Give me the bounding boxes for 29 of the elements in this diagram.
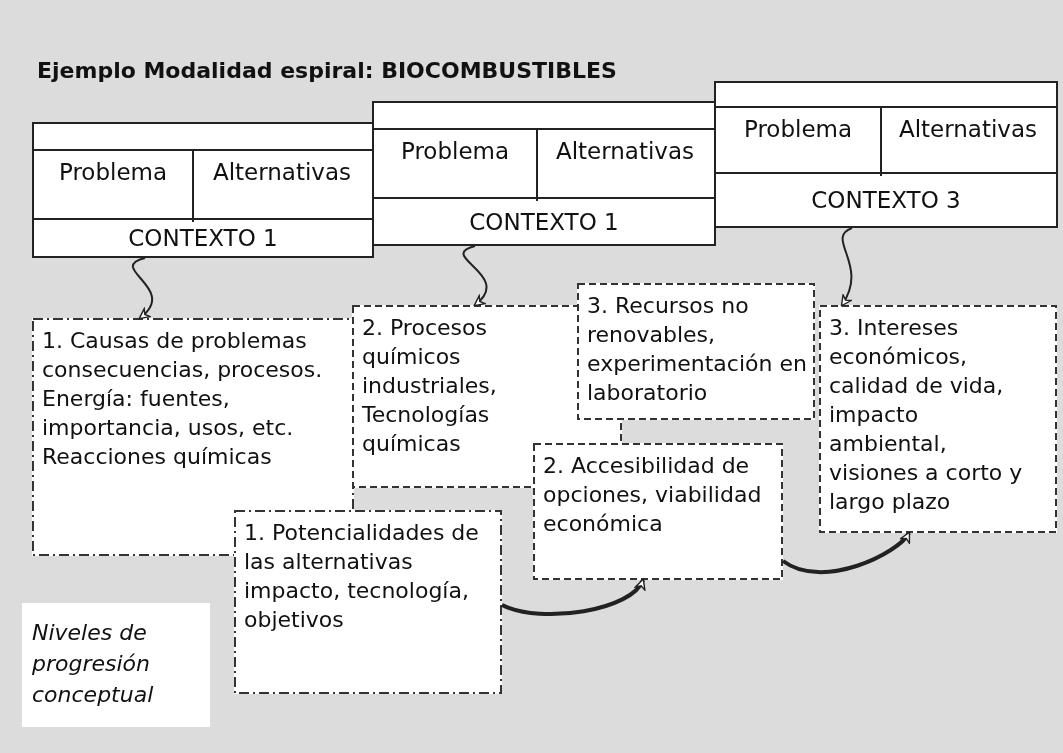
curved-arrow xyxy=(462,245,488,307)
box-text: 2. Accesibilidad de opciones, viabilidad económica xyxy=(543,452,763,538)
curved-arrow xyxy=(782,531,911,575)
box-text: 1. Causas de problemas consecuencias, procesos. Energía: fuentes, importancia, usos, etc. Reacciones químicas xyxy=(42,327,324,471)
table-cell-text: Problema xyxy=(57,158,169,187)
content-box xyxy=(577,283,815,420)
curved-arrow xyxy=(501,578,645,617)
note-text: Niveles de progresión conceptual xyxy=(32,619,155,709)
content-box xyxy=(533,443,783,580)
box-text: 3. Intereses económicos, calidad de vida, impacto ambiental, visiones a corto y largo plazo xyxy=(829,314,1024,516)
context-label: CONTEXTO 1 xyxy=(34,218,372,256)
context-table xyxy=(32,122,374,258)
context-table xyxy=(714,81,1058,228)
context-label: CONTEXTO 1 xyxy=(374,197,714,244)
table-cell-text: Problema xyxy=(399,137,511,166)
curved-arrow xyxy=(131,257,154,320)
box-text: 1. Potencialidades de las alternativas impacto, tecnología, objetivos xyxy=(244,519,480,634)
table-cell-text: Alternativas xyxy=(211,158,353,187)
context-label: CONTEXTO 3 xyxy=(716,172,1056,226)
table-cell-text: Alternativas xyxy=(554,137,696,166)
table-cell-text: Problema xyxy=(742,115,854,144)
context-table xyxy=(372,101,716,246)
box-text: 3. Recursos no renovables, experimentación en laboratorio xyxy=(587,292,807,407)
box-text: 2. Procesos químicos industriales, Tecnologías químicas xyxy=(362,314,498,458)
content-box xyxy=(234,510,502,694)
content-box xyxy=(819,305,1057,533)
note-box xyxy=(22,603,210,727)
table-cell-text: Alternativas xyxy=(897,115,1039,144)
diagram-title: Ejemplo Modalidad espiral: BIOCOMBUSTIBLES xyxy=(37,58,617,83)
